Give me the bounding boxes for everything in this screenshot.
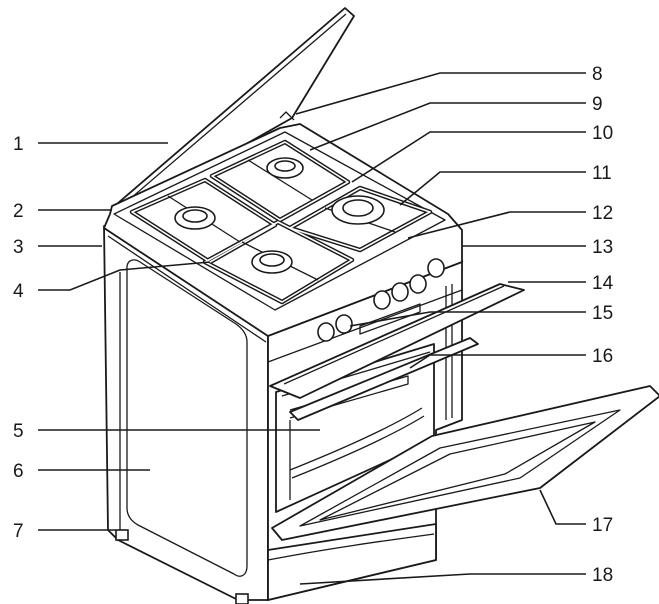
callout-label-12: 12	[592, 203, 613, 224]
callout-label-13: 13	[592, 237, 613, 258]
callout-label-17: 17	[592, 515, 613, 536]
burners	[174, 157, 385, 274]
leader-line-12	[407, 211, 586, 239]
leader-line-16	[409, 354, 586, 369]
bottom-plinth	[267, 523, 437, 601]
callout-label-10: 10	[592, 123, 613, 144]
callout-label-3: 3	[13, 237, 24, 258]
callout-label-9: 9	[592, 94, 603, 115]
leader-line-17	[539, 489, 586, 525]
leader-line-18	[299, 573, 586, 585]
oven-door-open	[271, 385, 659, 541]
stove-feet	[115, 529, 249, 604]
callout-label-15: 15	[592, 303, 613, 324]
stove-illustration	[103, 7, 659, 604]
callout-label-1: 1	[13, 134, 24, 155]
cooktop	[103, 123, 463, 343]
callout-label-14: 14	[592, 273, 614, 294]
callout-lines	[38, 72, 586, 585]
callout-label-6: 6	[13, 461, 24, 482]
leader-line-8	[295, 72, 586, 115]
callout-label-18: 18	[592, 565, 613, 586]
control-knobs	[317, 258, 445, 342]
leader-line-10	[351, 131, 586, 183]
callout-label-11: 11	[592, 163, 612, 184]
callout-label-7: 7	[13, 521, 24, 542]
callout-label-2: 2	[13, 201, 24, 222]
callout-labels: 1 2 3 4 5 6 7 8 9 10 11 12 13 14 15 16 1…	[13, 64, 614, 586]
callout-label-8: 8	[592, 64, 603, 85]
callout-label-16: 16	[592, 346, 613, 367]
leader-line-4	[38, 261, 211, 291]
leader-line-15	[349, 311, 586, 327]
leader-line-9	[309, 102, 586, 151]
callout-label-5: 5	[13, 421, 24, 442]
callout-label-4: 4	[13, 281, 24, 302]
leader-line-11	[399, 171, 586, 206]
